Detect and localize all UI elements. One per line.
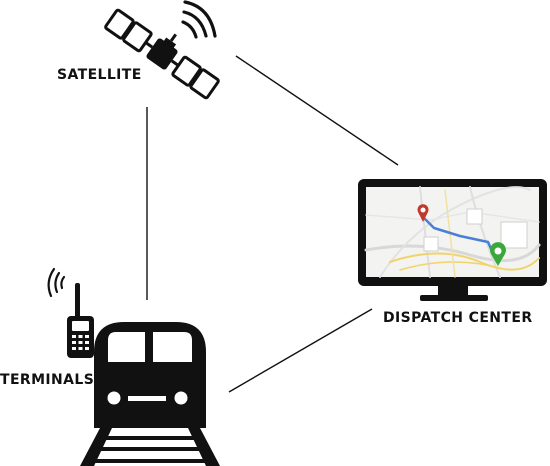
satellite-icon	[104, 0, 220, 100]
train-headlight-right	[174, 391, 188, 405]
train-headlight-left	[107, 391, 121, 405]
train-icon	[94, 322, 206, 428]
end-pin-icon	[490, 242, 506, 266]
satellite-label: SATELLITE	[57, 67, 142, 83]
start-pin-icon	[417, 204, 429, 222]
terminals-label: TERMINALS	[0, 372, 95, 388]
train-window-right	[153, 332, 192, 362]
map-roads	[364, 186, 541, 278]
connector-lines	[146, 55, 399, 393]
dispatch-center-label: DISPATCH CENTER	[383, 310, 533, 326]
link-terminal-dispatch	[228, 308, 373, 393]
walkie-talkie-icon	[47, 267, 94, 358]
satellite-signal-icon	[181, 0, 217, 39]
link-satellite-dispatch	[235, 55, 399, 166]
monitor-icon	[358, 179, 547, 301]
train-window-left	[108, 332, 145, 362]
map-markers	[423, 208, 528, 252]
railway-track-icon	[80, 428, 220, 466]
